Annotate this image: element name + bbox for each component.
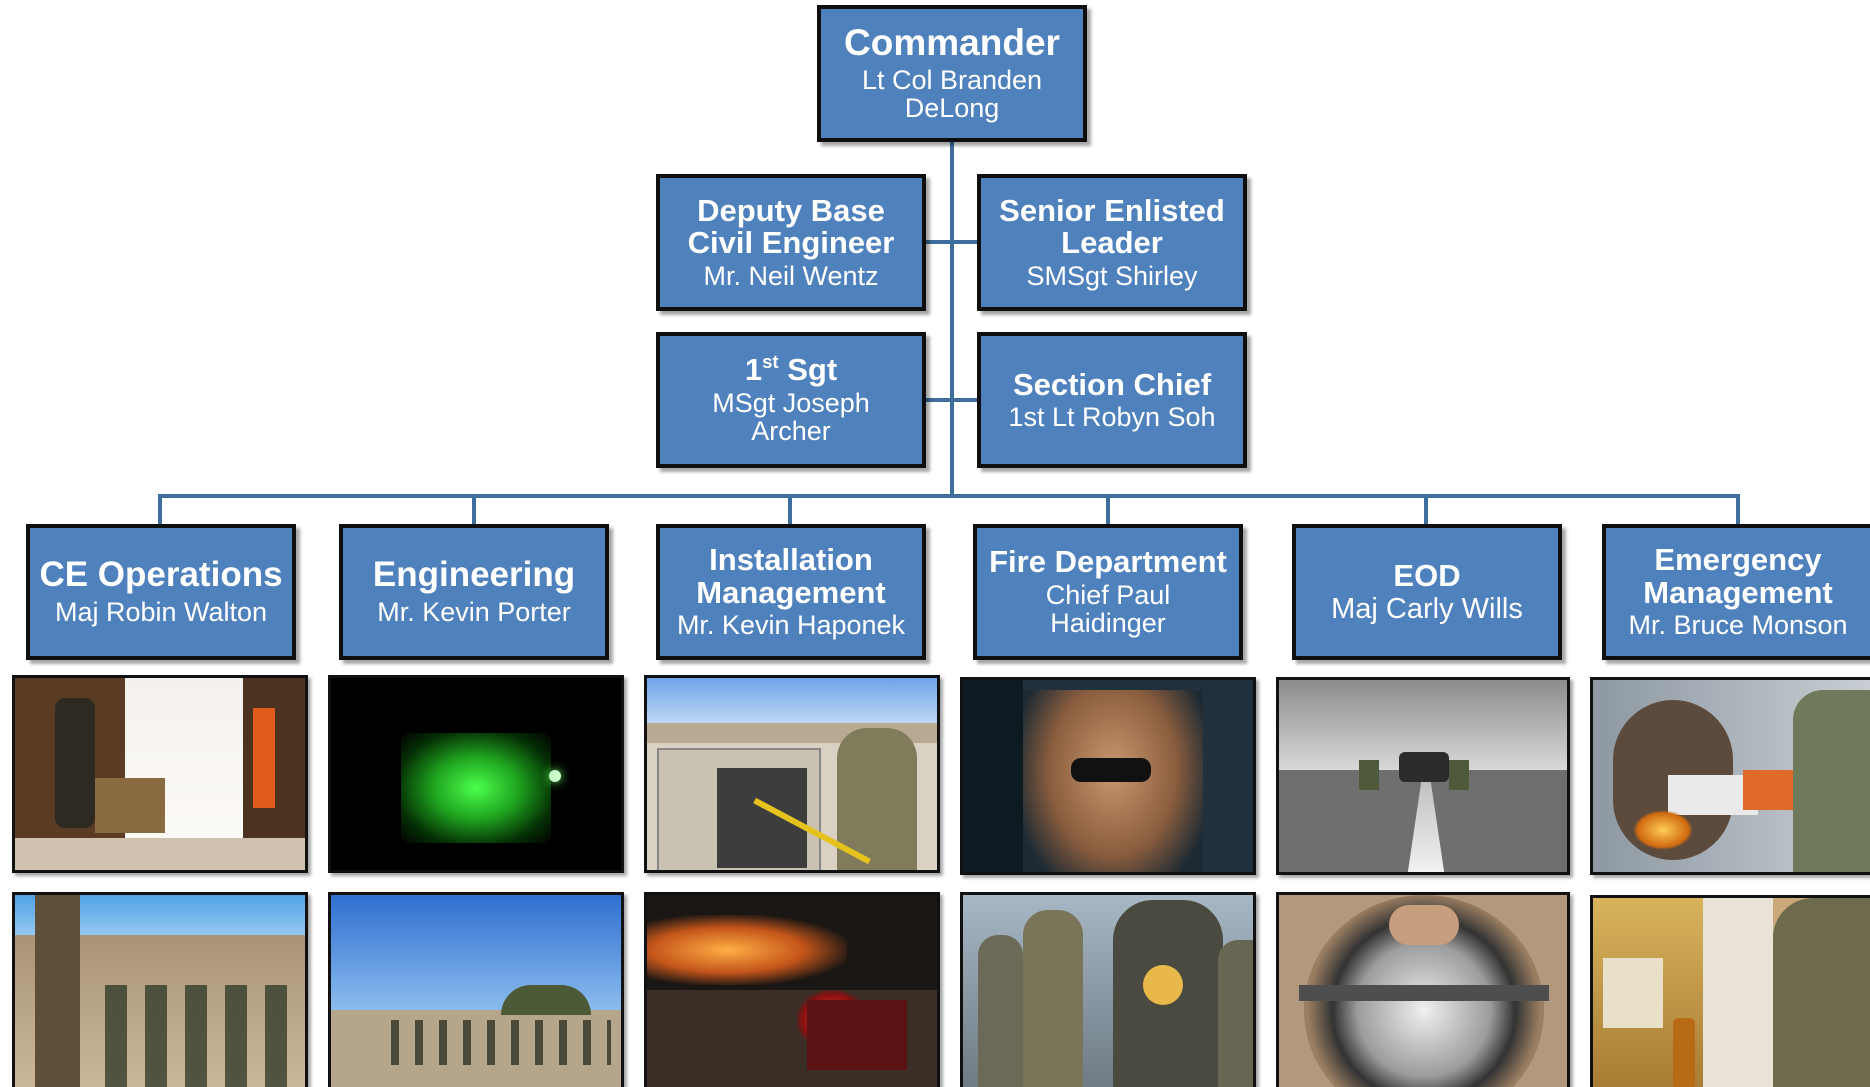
engineering-name: Mr. Kevin Porter [377,597,571,628]
eod-photo-1 [1276,677,1570,875]
senior-enlisted-leader-box: Senior Enlisted Leader SMSgt Shirley [977,174,1247,311]
ce-operations-title: CE Operations [39,555,283,595]
emergency-management-photo-2 [1590,895,1870,1087]
flight-drop-engineering [472,494,476,527]
first-sergeant-box: 1st Sgt MSgt Joseph Archer [656,332,926,468]
installation-management-photo-2 [644,892,940,1087]
eod-photo-2 [1276,892,1570,1087]
senior-enlisted-title: Senior Enlisted Leader [999,192,1225,261]
flights-connector-horizontal [158,494,1740,498]
installation-management-photo-1 [644,675,940,873]
flight-drop-fire-department [1106,494,1110,527]
senior-enlisted-name: SMSgt Shirley [1026,260,1198,291]
commander-name: Lt Col Branden DeLong [861,65,1043,124]
deputy-base-civil-engineer-box: Deputy Base Civil Engineer Mr. Neil Went… [656,174,926,311]
first-sergeant-title-suffix: st [762,351,779,373]
first-sergeant-title-rank: Sgt [778,352,838,388]
first-sergeant-title: 1st Sgt [744,351,838,388]
engineering-title: Engineering [372,555,576,595]
first-sergeant-name: MSgt Joseph Archer [712,387,870,447]
engineering-photo-2 [328,892,624,1087]
flight-drop-eod [1424,494,1428,527]
emergency-management-name: Mr. Bruce Monson [1628,610,1848,641]
installation-management-box: Installation Management Mr. Kevin Hapone… [656,524,926,660]
commander-box: Commander Lt Col Branden DeLong [817,5,1087,142]
ce-operations-photo-2 [12,892,308,1087]
fire-department-name: Chief Paul Haidinger [1045,579,1171,639]
ce-operations-name: Maj Robin Walton [54,597,268,628]
installation-management-name: Mr. Kevin Haponek [676,610,906,641]
installation-management-title: Installation Management [696,542,886,610]
staff-row1-connector [923,240,981,244]
deputy-name: Mr. Neil Wentz [703,260,879,291]
section-chief-title: Section Chief [1012,366,1212,402]
eod-name: Maj Carly Wills [1331,593,1523,626]
flight-drop-ce-operations [158,494,162,527]
ce-operations-photo-1 [12,675,308,873]
eod-title: EOD [1393,557,1461,593]
emergency-management-photo-1 [1590,677,1870,875]
fire-department-box: Fire Department Chief Paul Haidinger [973,524,1243,660]
section-chief-name: 1st Lt Robyn Soh [1008,402,1216,433]
emergency-management-title: Emergency Management [1643,542,1833,610]
commander-connector-vertical [950,141,954,498]
section-chief-box: Section Chief 1st Lt Robyn Soh [977,332,1247,468]
eod-box: EOD Maj Carly Wills [1292,524,1562,660]
engineering-box: Engineering Mr. Kevin Porter [339,524,609,660]
fire-department-title: Fire Department [989,544,1227,580]
deputy-title: Deputy Base Civil Engineer [687,192,895,261]
emergency-management-box: Emergency Management Mr. Bruce Monson [1602,524,1870,660]
fire-department-photo-1 [960,677,1256,875]
ce-operations-box: CE Operations Maj Robin Walton [26,524,296,660]
staff-row2-connector [923,398,981,402]
engineering-photo-1 [328,675,624,873]
flight-drop-emergency-management [1736,494,1740,527]
first-sergeant-title-number: 1 [744,352,763,388]
fire-department-photo-2 [960,892,1256,1087]
commander-title: Commander [844,22,1060,64]
flight-drop-installation-management [788,494,792,527]
